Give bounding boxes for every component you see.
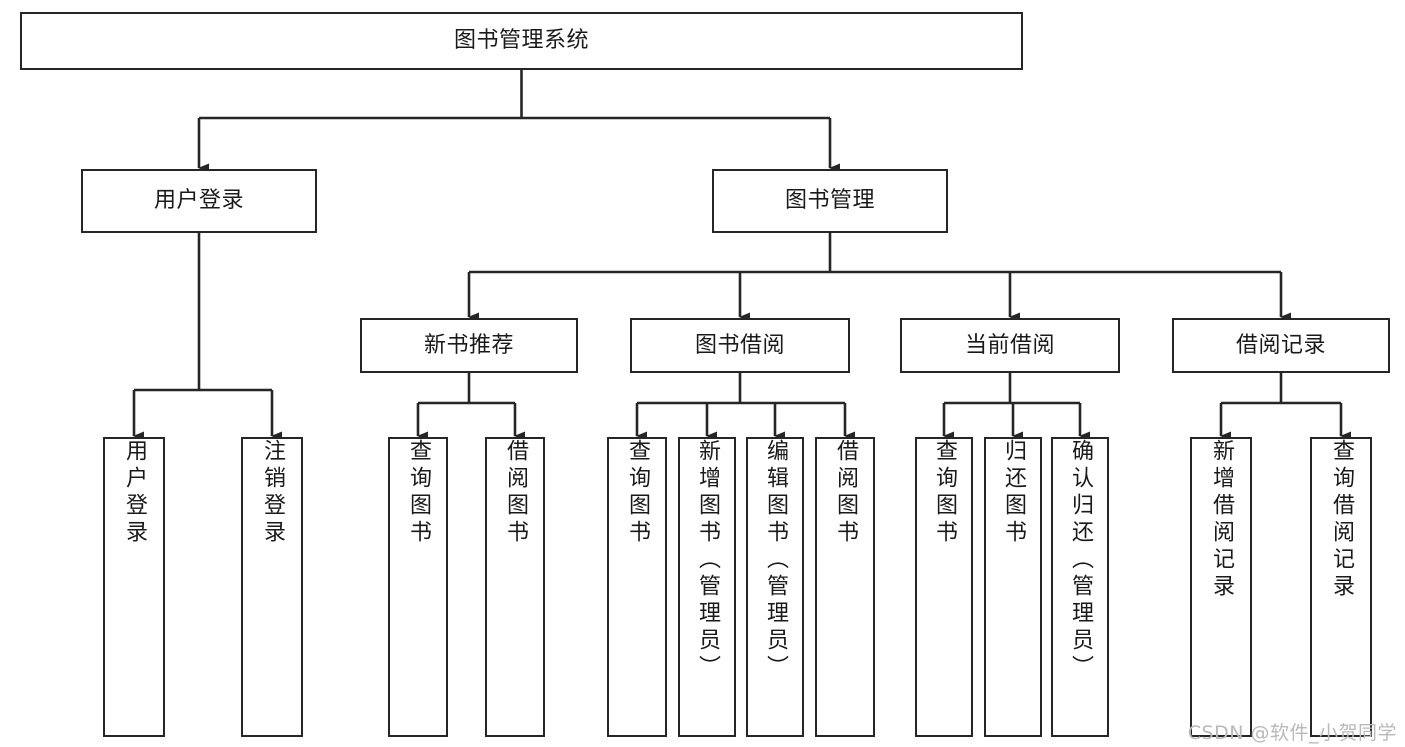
node-book-borrow[interactable]: 图书借阅 xyxy=(630,318,850,373)
edge-paths xyxy=(132,70,1351,441)
leaf-return-book[interactable]: 归还图书 xyxy=(984,437,1042,737)
node-root-label: 图书管理系统 xyxy=(453,28,589,54)
leaf-logout-label: 注销登录 xyxy=(259,439,285,547)
leaf-user-login-label: 用户登录 xyxy=(121,439,147,547)
leaf-query-book-3-label: 查询图书 xyxy=(931,439,957,547)
leaf-add-borrow-record-label: 新增借阅记录 xyxy=(1208,439,1234,601)
node-new-book-recommend-label: 新书推荐 xyxy=(423,332,514,358)
leaf-query-book-3[interactable]: 查询图书 xyxy=(915,437,973,737)
leaf-add-borrow-record[interactable]: 新增借阅记录 xyxy=(1190,437,1252,737)
node-current-borrow-label: 当前借阅 xyxy=(964,332,1055,358)
leaf-borrow-book-1-label: 借阅图书 xyxy=(502,439,528,547)
leaf-borrow-book-2-label: 借阅图书 xyxy=(832,439,858,547)
node-user-login-label: 用户登录 xyxy=(153,188,244,214)
leaf-borrow-book-1[interactable]: 借阅图书 xyxy=(485,437,545,737)
leaf-confirm-return-label: 确认归还（管理员） xyxy=(1067,439,1093,682)
node-borrow-record[interactable]: 借阅记录 xyxy=(1172,318,1390,373)
node-root[interactable]: 图书管理系统 xyxy=(20,12,1023,70)
node-book-management[interactable]: 图书管理 xyxy=(712,169,948,233)
watermark: CSDN @软件_小贺同学 xyxy=(1187,722,1397,744)
leaf-add-book[interactable]: 新增图书（管理员） xyxy=(678,437,736,737)
leaf-logout[interactable]: 注销登录 xyxy=(241,437,303,737)
leaf-query-book-2-label: 查询图书 xyxy=(624,439,650,547)
leaf-query-borrow-record[interactable]: 查询借阅记录 xyxy=(1310,437,1372,737)
leaf-edit-book[interactable]: 编辑图书（管理员） xyxy=(746,437,804,737)
leaf-confirm-return[interactable]: 确认归还（管理员） xyxy=(1051,437,1109,737)
node-user-login[interactable]: 用户登录 xyxy=(81,169,317,233)
leaf-user-login[interactable]: 用户登录 xyxy=(103,437,165,737)
node-current-borrow[interactable]: 当前借阅 xyxy=(900,318,1120,373)
node-new-book-recommend[interactable]: 新书推荐 xyxy=(360,318,578,373)
leaf-borrow-book-2[interactable]: 借阅图书 xyxy=(815,437,875,737)
node-book-management-label: 图书管理 xyxy=(784,188,875,214)
leaf-query-book-2[interactable]: 查询图书 xyxy=(607,437,667,737)
leaf-query-book-1-label: 查询图书 xyxy=(405,439,431,547)
leaf-return-book-label: 归还图书 xyxy=(1000,439,1026,547)
leaf-query-book-1[interactable]: 查询图书 xyxy=(388,437,448,737)
node-book-borrow-label: 图书借阅 xyxy=(694,332,785,358)
leaf-query-borrow-record-label: 查询借阅记录 xyxy=(1328,439,1354,601)
leaf-add-book-label: 新增图书（管理员） xyxy=(694,439,720,682)
node-borrow-record-label: 借阅记录 xyxy=(1235,332,1326,358)
leaf-edit-book-label: 编辑图书（管理员） xyxy=(762,439,788,682)
